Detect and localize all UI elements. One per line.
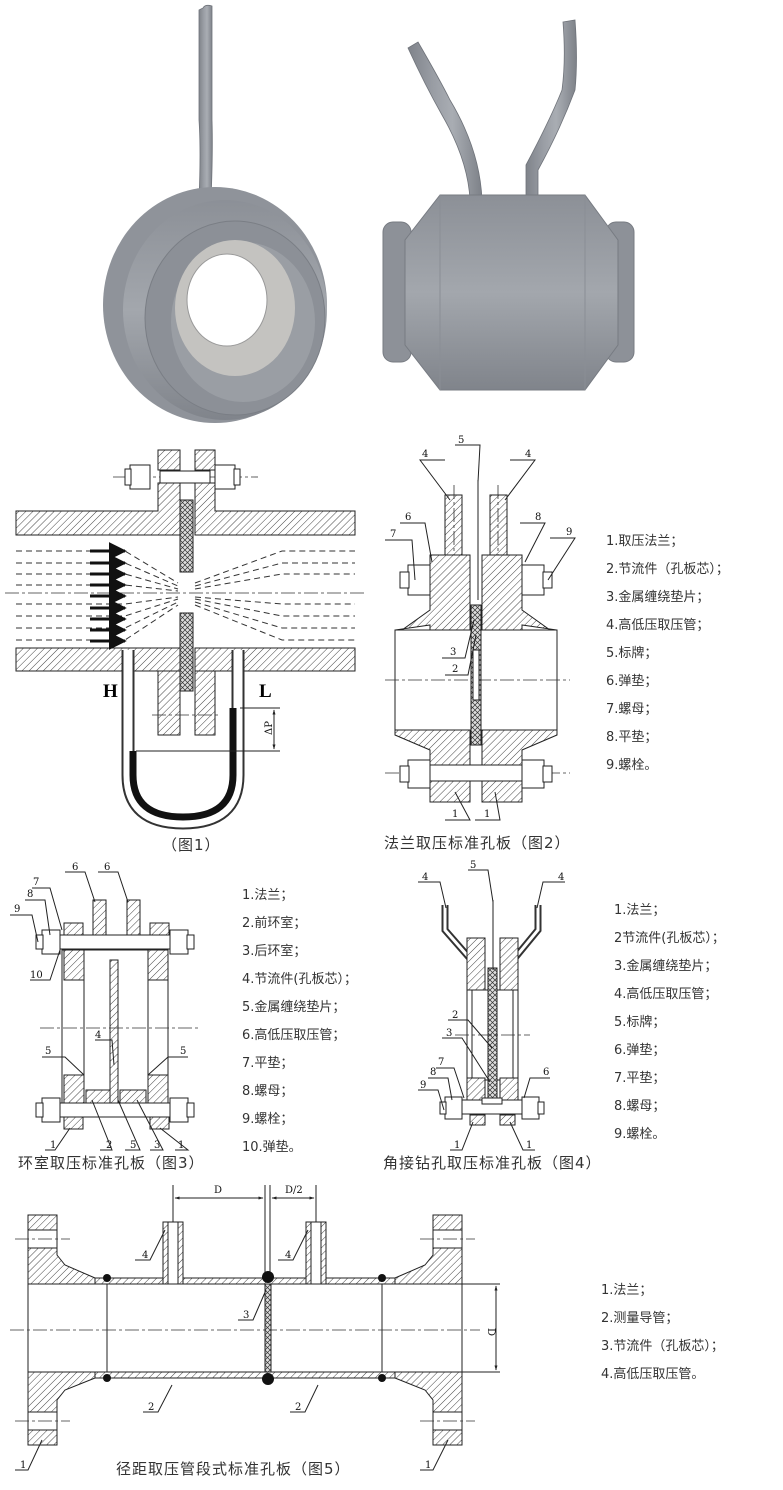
figure-5-pipe-section-orifice: D D/2: [0, 1180, 520, 1490]
legend-item: 6.弹垫；: [606, 674, 658, 689]
legend-item: 1.法兰；: [614, 903, 666, 918]
callout-9: 9: [420, 1080, 426, 1091]
dimension-diameter-label: D: [485, 1328, 496, 1336]
orifice-flowmeter-front-view: [103, 4, 327, 423]
callout-5-bottom: 5: [130, 1140, 136, 1151]
legend-item: 5.金属缠绕垫片；: [242, 1000, 346, 1015]
legend-item: 5.标牌；: [614, 1015, 666, 1030]
orifice-flowmeter-side-view: [382, 19, 635, 391]
legend-item: 4.高低压取压管；: [614, 987, 718, 1002]
legend-item: 9.螺栓。: [606, 758, 658, 773]
figure-5-caption: 径距取压管段式标准孔板（图5）: [116, 1460, 351, 1478]
dimension-upstream-label: D: [214, 1185, 222, 1196]
legend-item: 1.法兰；: [601, 1283, 653, 1298]
figure-4-caption: 角接钻孔取压标准孔板（图4）: [383, 1154, 602, 1172]
legend-item: 8.螺母；: [614, 1099, 666, 1114]
callout-5-left: 5: [45, 1046, 51, 1057]
callout-3: 3: [154, 1140, 160, 1151]
callout-9: 9: [566, 527, 572, 538]
legend-item: 6.高低压取压管；: [242, 1028, 346, 1043]
callout-1-left: 1: [20, 1460, 26, 1471]
callout-1-left: 1: [454, 1140, 460, 1151]
callout-4-right: 4: [558, 872, 564, 883]
callout-1-right: 1: [178, 1140, 184, 1151]
callout-9: 9: [14, 904, 20, 915]
callout-5: 5: [470, 860, 476, 871]
legend-item: 1.取压法兰；: [606, 534, 684, 549]
figure-2-legend: 1.取压法兰； 2.节流件（孔板芯）； 3.金属缠绕垫片； 4.高低压取压管； …: [606, 528, 729, 780]
legend-item: 6.弹垫；: [614, 1043, 666, 1058]
legend-item: 2.前环室；: [242, 916, 307, 931]
figure-2-flange-tap-orifice: 4 4 5 6 7 8 9 3 2 1 1: [370, 435, 590, 830]
callout-4-left: 4: [422, 872, 428, 883]
callout-1-left: 1: [452, 809, 458, 820]
legend-item: 5.标牌；: [606, 646, 658, 661]
callout-6: 6: [405, 512, 411, 523]
dimension-downstream-label: D/2: [285, 1185, 303, 1196]
legend-item: 8.螺母；: [242, 1084, 294, 1099]
legend-item: 3.金属缠绕垫片；: [614, 959, 718, 974]
legend-item: 9.螺栓；: [242, 1112, 294, 1127]
figure-3-legend: 1.法兰； 2.前环室； 3.后环室； 4.节流件(孔板芯）； 5.金属缠绕垫片…: [242, 882, 357, 1162]
callout-2-left: 2: [148, 1402, 154, 1413]
callout-4-right: 4: [285, 1250, 291, 1261]
legend-item: 3.节流件（孔板芯）；: [601, 1339, 724, 1354]
callout-2: 2: [452, 664, 458, 675]
callout-1-left: 1: [50, 1140, 56, 1151]
callout-2: 2: [106, 1140, 112, 1151]
legend-item: 10.弹垫。: [242, 1140, 302, 1155]
callout-1-right: 1: [425, 1460, 431, 1471]
legend-item: 2.节流件（孔板芯）；: [606, 562, 729, 577]
high-pressure-label: H: [103, 681, 118, 702]
callout-1-right: 1: [484, 809, 490, 820]
callout-2: 2: [452, 1010, 458, 1021]
callout-10: 10: [30, 970, 43, 981]
legend-item: 8.平垫；: [606, 730, 658, 745]
callout-5-right: 5: [180, 1046, 186, 1057]
callout-6-right: 6: [104, 862, 110, 873]
callout-8: 8: [27, 889, 33, 900]
figure-5-legend: 1.法兰； 2.测量导管； 3.节流件（孔板芯）； 4.高低压取压管。: [601, 1277, 724, 1389]
callout-4: 4: [95, 1030, 101, 1041]
callout-8: 8: [535, 512, 541, 523]
callout-4-right: 4: [525, 449, 531, 460]
figure-4-corner-tap-orifice: 4 4 5 2 3 7 8 9 6 1 1: [400, 860, 590, 1151]
legend-item: 4.高低压取压管；: [606, 618, 710, 633]
legend-item: 4.节流件(孔板芯）；: [242, 972, 357, 987]
legend-item: 7.平垫；: [242, 1056, 294, 1071]
product-photo-right: [380, 0, 640, 430]
legend-item: 2节流件(孔板芯）；: [614, 931, 725, 946]
legend-item: 3.后环室；: [242, 944, 307, 959]
figure-3-caption: 环室取压标准孔板（图3）: [18, 1154, 205, 1172]
callout-7: 7: [390, 529, 396, 540]
callout-3: 3: [446, 1028, 452, 1039]
callout-4-left: 4: [142, 1250, 148, 1261]
figure-3-annular-chamber-orifice: 6 6 7 8 9 10 5 4 5 1 2 5 3 1: [0, 860, 230, 1151]
figure-1-caption: （图1）: [162, 836, 221, 854]
legend-item: 4.高低压取压管。: [601, 1367, 705, 1382]
legend-item: 2.测量导管；: [601, 1311, 679, 1326]
legend-item: 1.法兰；: [242, 888, 294, 903]
callout-8: 8: [430, 1067, 436, 1078]
legend-item: 7.螺母；: [606, 702, 658, 717]
callout-3: 3: [450, 647, 456, 658]
legend-item: 7.平垫；: [614, 1071, 666, 1086]
callout-3: 3: [243, 1310, 249, 1321]
figure-2-caption: 法兰取压标准孔板（图2）: [384, 834, 571, 852]
callout-6-left: 6: [72, 862, 78, 873]
callout-1-right: 1: [526, 1140, 532, 1151]
callout-6: 6: [543, 1067, 549, 1078]
figure-1-principle-diagram: ΔP H L: [0, 445, 370, 845]
product-photo-left: [95, 0, 327, 430]
delta-p-label: ΔP: [264, 721, 275, 735]
callout-5: 5: [458, 435, 464, 446]
low-pressure-label: L: [259, 681, 272, 702]
callout-2-right: 2: [295, 1402, 301, 1413]
callout-7: 7: [438, 1057, 444, 1068]
callout-7: 7: [33, 877, 39, 888]
legend-item: 3.金属缠绕垫片；: [606, 590, 710, 605]
legend-item: 9.螺栓。: [614, 1127, 666, 1142]
callout-4-left: 4: [422, 449, 428, 460]
figure-4-legend: 1.法兰； 2节流件(孔板芯）； 3.金属缠绕垫片； 4.高低压取压管； 5.标…: [614, 897, 725, 1149]
